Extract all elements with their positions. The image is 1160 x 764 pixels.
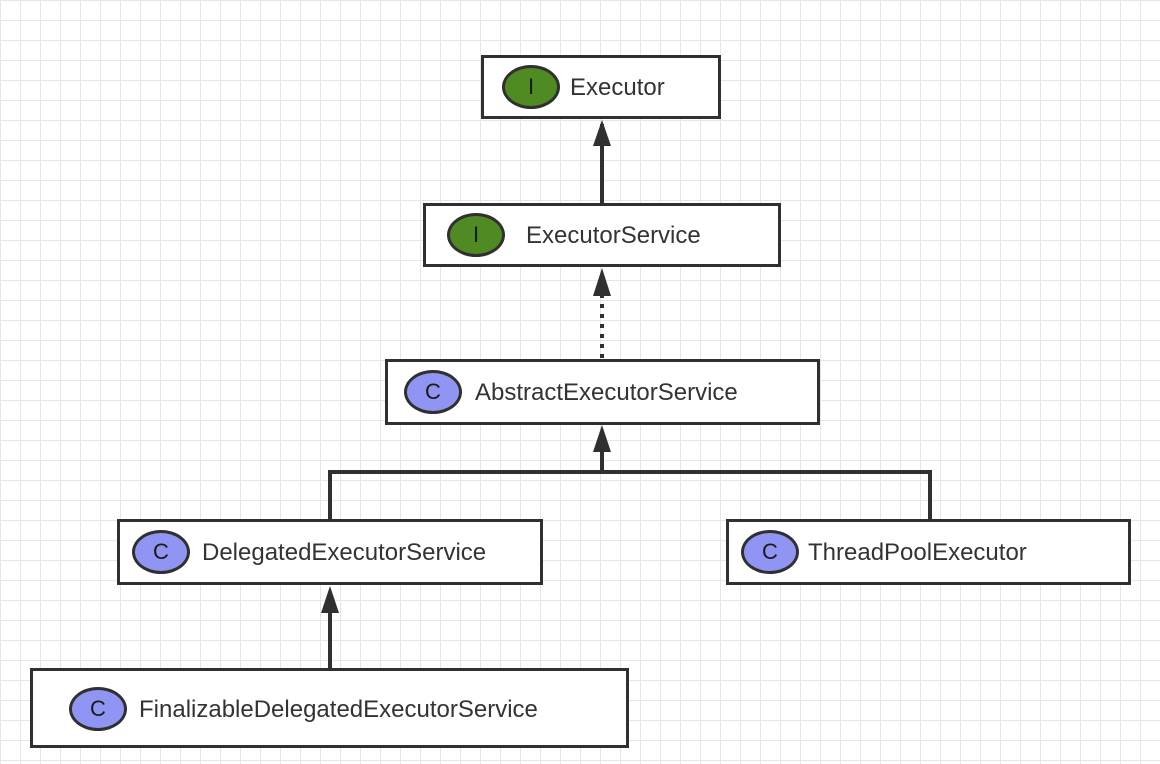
arrowhead-executor-service	[593, 268, 611, 296]
node-label-finalizable-delegated-executor-service: FinalizableDelegatedExecutorService	[139, 696, 538, 723]
node-delegated-executor-service[interactable]: C DelegatedExecutorService	[117, 519, 543, 585]
arrowhead-delegated	[321, 586, 339, 613]
node-label-delegated-executor-service: DelegatedExecutorService	[202, 539, 487, 566]
node-thread-pool-executor[interactable]: C ThreadPoolExecutor	[726, 519, 1131, 585]
arrowhead-abstract	[593, 425, 611, 452]
node-abstract-executor-service[interactable]: C AbstractExecutorService	[385, 359, 820, 425]
interface-badge-icon: I	[502, 65, 560, 109]
node-label-abstract-executor-service: AbstractExecutorService	[475, 379, 738, 406]
node-label-executor: Executor	[570, 74, 665, 101]
class-badge-icon: C	[69, 687, 127, 731]
class-badge-icon: C	[741, 530, 799, 574]
arrowhead-executor	[593, 120, 611, 146]
class-badge-icon: C	[132, 530, 190, 574]
node-label-thread-pool-executor: ThreadPoolExecutor	[808, 539, 1027, 566]
node-finalizable-delegated-executor-service[interactable]: C FinalizableDelegatedExecutorService	[30, 668, 629, 748]
interface-badge-icon: I	[447, 213, 505, 257]
class-badge-icon: C	[404, 370, 462, 414]
node-label-executor-service: ExecutorService	[526, 222, 701, 249]
node-executor[interactable]: I Executor	[481, 55, 721, 119]
node-executor-service[interactable]: I ExecutorService	[423, 203, 781, 267]
edge-branch-bar	[328, 470, 932, 519]
